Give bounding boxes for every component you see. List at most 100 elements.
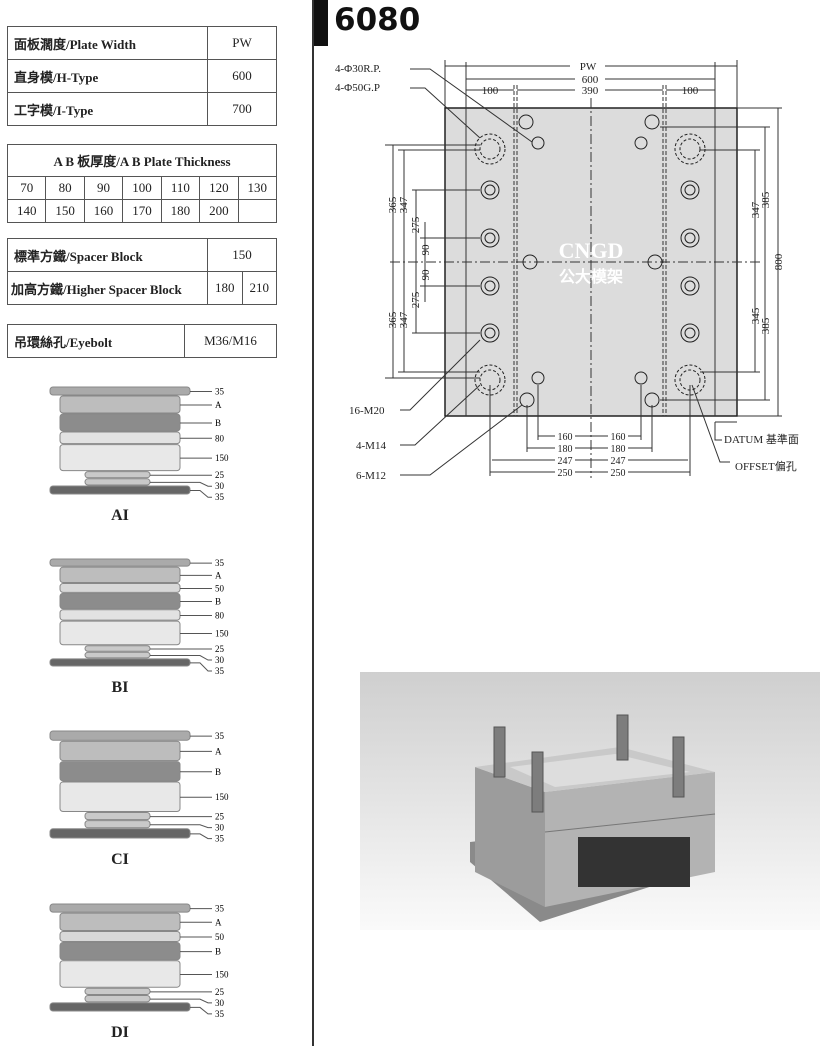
dim-right: 345 bbox=[750, 307, 762, 324]
layer-label: 25 bbox=[215, 987, 225, 997]
plate-layer bbox=[59, 740, 181, 762]
m20-hole bbox=[480, 180, 500, 200]
m20-hole bbox=[480, 323, 500, 343]
plate-layer bbox=[59, 781, 181, 813]
layer-label: 50 bbox=[215, 583, 225, 593]
return-pin-hole bbox=[634, 371, 648, 385]
m20-hole-inner bbox=[684, 327, 696, 339]
dim-right: 385 bbox=[760, 191, 772, 208]
layer-label: A bbox=[215, 917, 222, 927]
plate-layer bbox=[59, 592, 181, 610]
m12-hole bbox=[522, 254, 538, 270]
plate-drawing: CNGD 公大模架 4-Φ30R.P. 4-Φ50G.P 16-M20 4-M1… bbox=[335, 60, 799, 482]
plate-layer bbox=[84, 651, 151, 659]
m20-hole bbox=[480, 228, 500, 248]
dim-600: 600 bbox=[582, 74, 599, 86]
m12-hole bbox=[519, 392, 535, 408]
plate-layer bbox=[59, 620, 181, 646]
thickness-cell: 110 bbox=[160, 176, 201, 200]
plate-layer bbox=[49, 658, 191, 667]
guide-pin-hole-inner bbox=[479, 369, 501, 391]
layer-label: 35 bbox=[215, 1009, 225, 1019]
dim-left: 365 bbox=[387, 311, 399, 328]
plate-layer bbox=[59, 431, 181, 445]
dim-pw: PW bbox=[580, 61, 597, 73]
return-pin-hole bbox=[531, 136, 545, 150]
dim-bottom: 247 bbox=[558, 456, 573, 467]
callout-gp: 4-Φ50G.P bbox=[335, 82, 380, 94]
guide-pin-hole bbox=[474, 364, 506, 396]
callout-rp: 4-Φ30R.P. bbox=[335, 63, 381, 75]
model-title: 6080 bbox=[334, 2, 421, 38]
mold-type-label: CI bbox=[111, 851, 129, 868]
plate-layer bbox=[49, 828, 191, 839]
cell-label: 吊環絲孔/Eyebolt bbox=[7, 324, 185, 358]
plate-layer bbox=[59, 761, 181, 782]
layer-label: A bbox=[215, 400, 222, 410]
plate-layer bbox=[49, 903, 191, 913]
dim-bottom: 250 bbox=[558, 468, 573, 479]
plate-layer bbox=[49, 730, 191, 741]
layer-label: 150 bbox=[215, 453, 229, 463]
layer-label: 35 bbox=[215, 666, 225, 676]
plate-layer bbox=[84, 812, 151, 821]
dim-left: 347 bbox=[398, 311, 410, 328]
m12-hole bbox=[644, 114, 660, 130]
return-pin-hole bbox=[531, 371, 545, 385]
plate-layer bbox=[84, 645, 151, 652]
cell-value: 600 bbox=[207, 59, 277, 93]
dim-left: 90 bbox=[420, 244, 432, 256]
m20-hole-inner bbox=[484, 232, 496, 244]
m20-hole bbox=[680, 276, 700, 296]
dim-390: 390 bbox=[582, 85, 599, 97]
plate-layer bbox=[59, 960, 181, 988]
layer-label: 35 bbox=[215, 731, 225, 741]
m20-hole-inner bbox=[484, 327, 496, 339]
plate-layer bbox=[84, 995, 151, 1003]
layer-label: B bbox=[215, 947, 221, 957]
cell-value: PW bbox=[207, 26, 277, 60]
mold-photo bbox=[360, 672, 820, 930]
m20-hole bbox=[680, 180, 700, 200]
dim-right: 347 bbox=[750, 201, 762, 218]
thickness-cell: 180 bbox=[160, 199, 201, 223]
plate-layer bbox=[49, 558, 191, 567]
layer-label: 150 bbox=[215, 628, 229, 638]
plate-layer bbox=[59, 583, 181, 593]
dim-left: 275 bbox=[410, 291, 422, 308]
guide-pin-hole bbox=[474, 133, 506, 165]
svg-text:公大模架: 公大模架 bbox=[559, 267, 623, 286]
layer-label: 35 bbox=[215, 834, 225, 844]
layer-label: 150 bbox=[215, 792, 229, 802]
column-divider bbox=[312, 0, 314, 1046]
layer-label: B bbox=[215, 597, 221, 607]
callout-datum: DATUM 基準面 bbox=[724, 432, 799, 446]
m20-hole-inner bbox=[484, 184, 496, 196]
plate-layer bbox=[59, 930, 181, 942]
dim-left: 275 bbox=[410, 216, 422, 233]
layer-label: 25 bbox=[215, 644, 225, 654]
thickness-cell: 80 bbox=[45, 176, 85, 200]
layer-label: 80 bbox=[215, 610, 225, 620]
plate-layer bbox=[59, 566, 181, 584]
m20-hole-inner bbox=[684, 232, 696, 244]
layer-label: 150 bbox=[215, 969, 229, 979]
guide-pin-hole bbox=[674, 364, 706, 396]
cell-value: 210 bbox=[241, 271, 277, 305]
dim-100-right: 100 bbox=[682, 85, 699, 97]
callout-m12: 6-M12 bbox=[356, 470, 386, 482]
thickness-cell bbox=[237, 199, 278, 223]
dim-bottom: 180 bbox=[611, 444, 626, 455]
dim-bottom: 247 bbox=[611, 456, 626, 467]
thickness-cell: 100 bbox=[122, 176, 162, 200]
